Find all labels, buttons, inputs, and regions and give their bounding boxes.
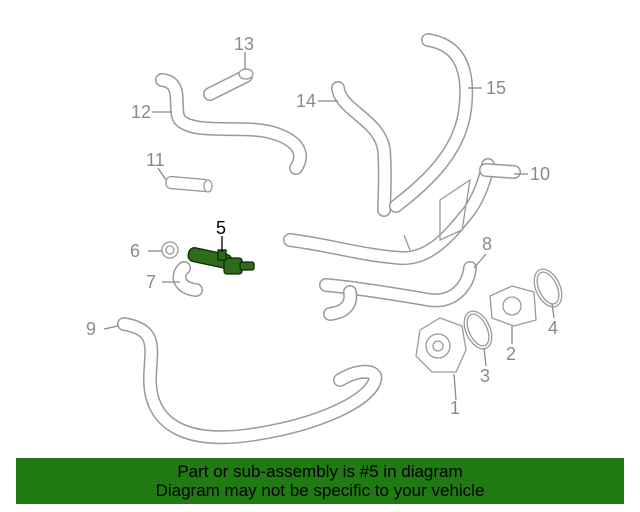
callout-7: 7	[146, 272, 156, 292]
banner-line-2: Diagram may not be specific to your vehi…	[155, 481, 485, 500]
callout-9: 9	[86, 319, 96, 339]
part-5-valve[interactable]	[187, 247, 255, 275]
leader-lines	[103, 52, 555, 401]
part-7-hose[interactable]	[172, 261, 203, 297]
notice-banner: Part or sub-assembly is #5 in diagram Di…	[16, 458, 624, 504]
part-9-hose[interactable]	[117, 317, 383, 445]
callout-8: 8	[482, 234, 492, 254]
callout-4: 4	[548, 318, 558, 338]
callout-5: 5	[216, 218, 226, 238]
part-4-gasket[interactable]	[529, 265, 568, 311]
callout-10: 10	[530, 164, 550, 184]
callout-12: 12	[131, 102, 151, 122]
coolant-pipe-assembly[interactable]	[283, 158, 521, 266]
callout-2: 2	[506, 344, 516, 364]
callout-1: 1	[450, 398, 460, 418]
part-6-clamp[interactable]	[161, 241, 179, 259]
part-1-water-pump[interactable]	[415, 317, 467, 373]
callout-11: 11	[146, 150, 165, 170]
part-13-hose[interactable]	[203, 68, 254, 101]
part-14-hose[interactable]	[331, 81, 392, 217]
part-12-hose[interactable]	[155, 73, 307, 175]
part-8-hose[interactable]	[319, 261, 477, 321]
banner-line-1: Part or sub-assembly is #5 in diagram	[177, 462, 463, 481]
callout-3: 3	[480, 366, 490, 386]
callout-15: 15	[486, 78, 506, 98]
callout-14: 14	[296, 91, 316, 111]
parts-diagram: 13 12 14 15 11 10 5 6 7 8 9 4 2 3 1	[86, 33, 568, 445]
part-2-housing[interactable]	[489, 285, 537, 327]
callout-13: 13	[234, 34, 254, 54]
part-15-hose[interactable]	[389, 33, 474, 213]
part-3-gasket[interactable]	[459, 307, 498, 353]
callout-6: 6	[130, 241, 140, 261]
part-11-hose[interactable]	[165, 175, 213, 193]
